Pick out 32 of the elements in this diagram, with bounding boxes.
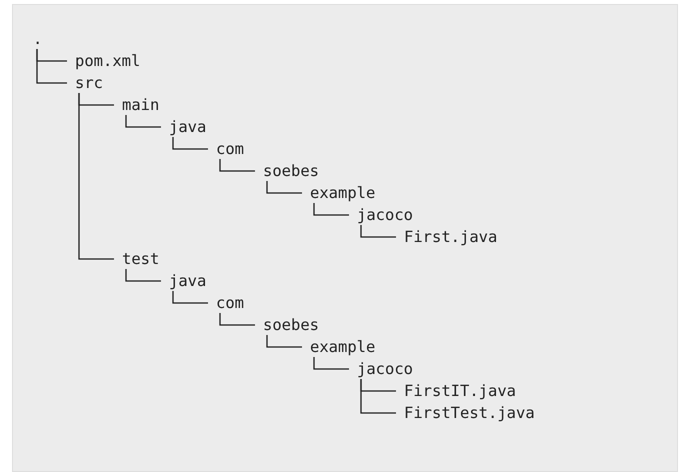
tree-entry: jacoco [349,205,413,225]
tree-entry: jacoco [349,359,413,379]
tree-connector [36,49,67,84]
tree-connector [125,115,161,128]
tree-entry: FirstIT.java [396,381,516,401]
tree-entry: soebes [255,315,319,335]
tree-connector [78,93,114,260]
tree-connector [266,181,302,194]
tree-entry: main [114,95,160,115]
tree-entry: example [302,337,376,357]
tree-connector [266,335,302,348]
tree-connector [172,137,208,150]
tree-entry: com [208,139,244,159]
tree-entry: First.java [396,227,498,247]
tree-connector [360,379,396,414]
tree-connector [313,203,349,216]
tree-entry: FirstTest.java [396,403,535,423]
tree-entry: src [67,73,103,93]
tree-connector [219,313,255,326]
tree-connector [125,269,161,282]
tree-entry: soebes [255,161,319,181]
tree-entry: java [161,117,206,137]
tree-entry: java [161,271,206,291]
tree-connector [172,291,208,304]
tree-connector [219,159,255,172]
tree-connector [360,225,396,238]
root-dot: . [25,29,42,49]
tree-entry: test [114,249,160,269]
tree-entry: com [208,293,244,313]
tree-entry: pom.xml [67,51,140,71]
tree-entry: example [302,183,376,203]
tree-connector [313,357,349,370]
